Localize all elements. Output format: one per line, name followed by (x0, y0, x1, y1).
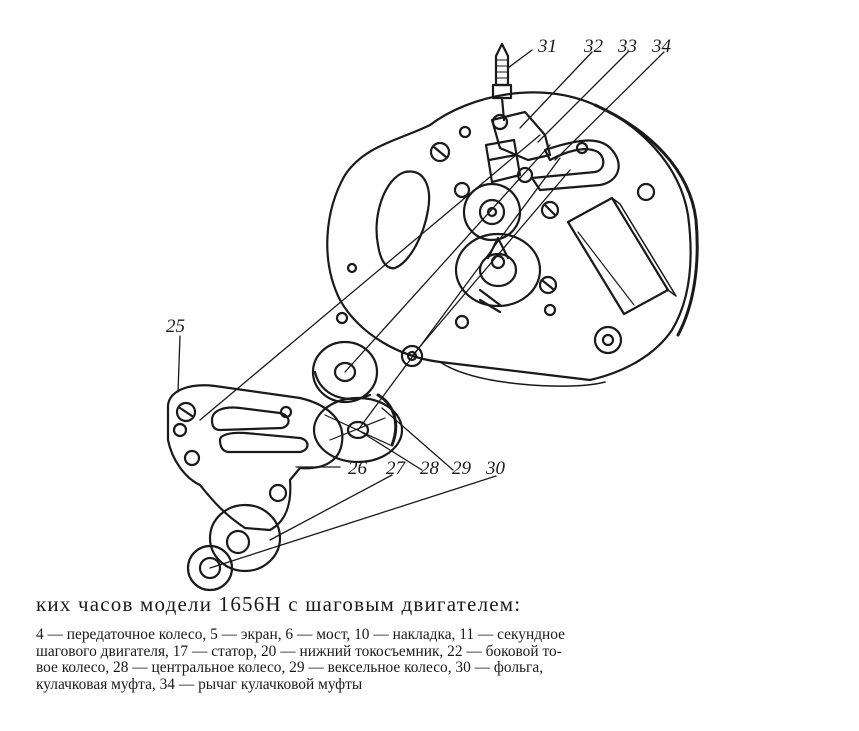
lever-plate (166, 384, 344, 532)
caption-line: кулачковая муфта, 34 — рычаг кулачковой … (36, 675, 363, 693)
label-30: 30 (485, 458, 506, 479)
caption-line: 4 — передаточное колесо, 5 — экран, 6 — … (36, 626, 565, 643)
caption-body: 4 — передаточное колесо, 5 — экран, 6 — … (36, 626, 836, 693)
foil-disc (186, 544, 234, 592)
plate-slot (375, 170, 431, 270)
label-26: 26 (348, 458, 368, 479)
figure-caption: ких часов модели 1656Н с шаговым двигате… (36, 592, 836, 693)
battery-block (566, 196, 670, 316)
caption-heading: ких часов модели 1656Н с шаговым двигате… (36, 592, 522, 616)
center-wheel (454, 232, 542, 314)
lever-screws (172, 401, 293, 503)
plate-thickness-edge (593, 103, 699, 337)
caption-line: вое колесо, 28 — центральное колесо, 29 … (36, 659, 544, 676)
crown-stem (491, 42, 513, 122)
lever-slot-2 (218, 431, 309, 454)
label-28: 28 (420, 458, 440, 479)
lower-cam (208, 503, 282, 573)
label-25: 25 (166, 316, 185, 337)
cam-clutch-assembly (484, 110, 620, 192)
leader-lines (177, 49, 665, 569)
label-32: 32 (583, 36, 604, 57)
plate-screws (335, 125, 656, 355)
change-wheel (312, 393, 404, 464)
label-33: 33 (617, 36, 637, 57)
label-29: 29 (452, 458, 472, 479)
caption-line: шагового двигателя, 17 — статор, 20 — ни… (36, 642, 562, 660)
small-pinion (400, 344, 424, 368)
label-31: 31 (537, 36, 557, 57)
watch-mechanism-diagram: 25 26 27 28 29 30 31 32 33 34 (166, 36, 699, 592)
lever-slot-1 (210, 406, 290, 432)
plate-inner-step (439, 361, 606, 387)
label-34: 34 (651, 36, 672, 57)
label-27: 27 (386, 458, 407, 479)
